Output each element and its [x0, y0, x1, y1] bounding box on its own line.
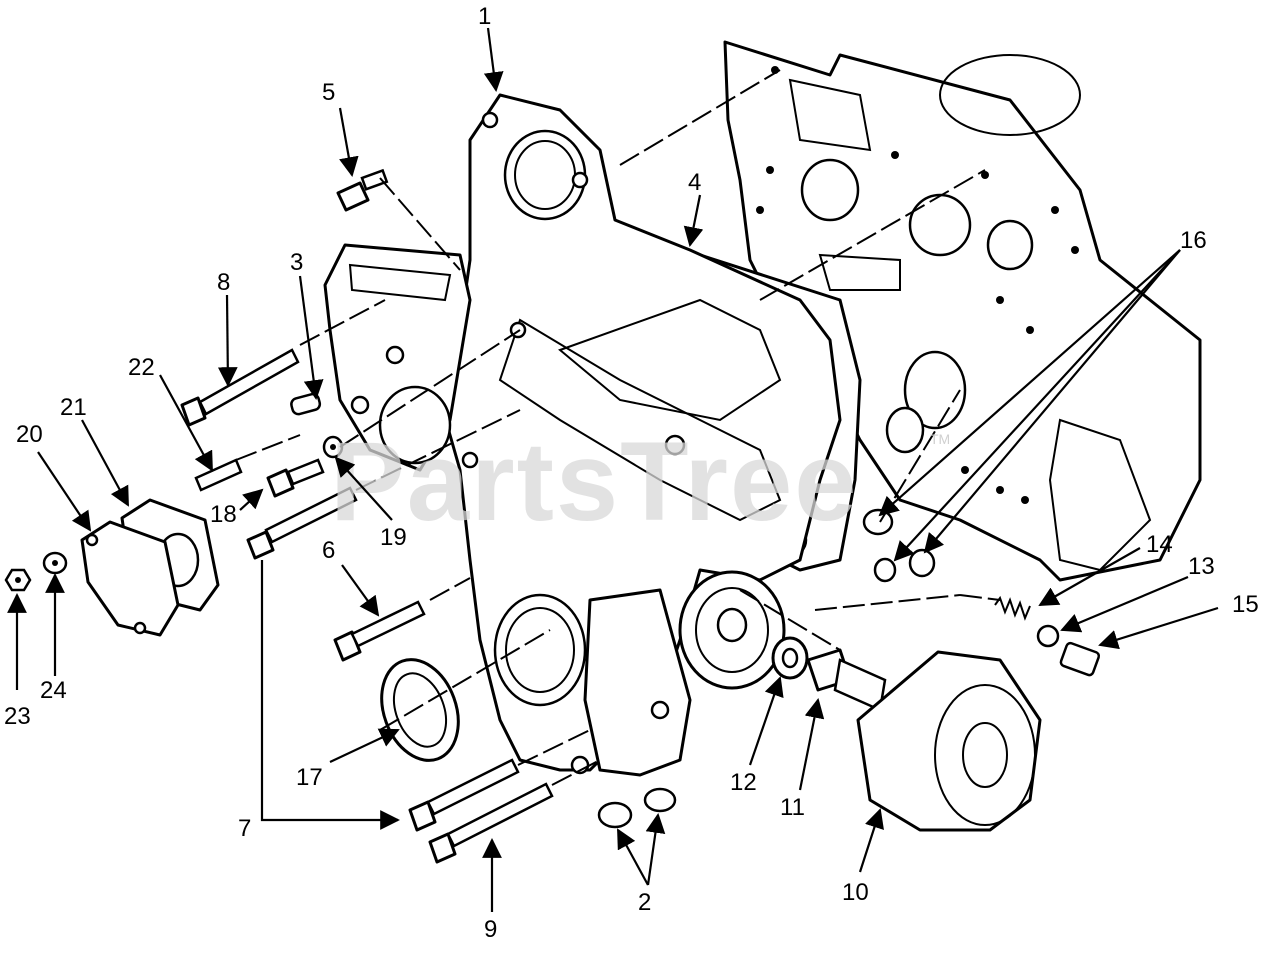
oil-pump: [678, 570, 786, 690]
engine-block: [723, 40, 1202, 582]
part-14-spring: [994, 595, 1031, 621]
callout-14: 14: [1146, 531, 1173, 558]
callout-21: 21: [60, 394, 87, 421]
callout-22: 22: [128, 354, 155, 381]
callout-3: 3: [290, 249, 303, 276]
callout-13: 13: [1188, 553, 1215, 580]
part-16-o-rings: [862, 508, 936, 583]
callout-11: 11: [780, 794, 805, 821]
part-19-washer: [322, 435, 344, 459]
part-6-bolt: [333, 600, 426, 662]
alignment-lines: [235, 69, 1001, 786]
side-housing: [323, 243, 472, 472]
callout-7: 7: [238, 815, 251, 842]
part-5-bolt: [336, 168, 389, 212]
svg-text:PartsTree: PartsTree: [330, 419, 859, 544]
part-9-bolt: [428, 782, 554, 864]
part-7-lower-bolt: [408, 758, 520, 832]
callout-1: 1: [478, 3, 491, 30]
part-15-plug: [1059, 641, 1101, 677]
watermark: PartsTree TM: [330, 419, 950, 544]
part-7-bolt: [246, 486, 358, 560]
callout-15: 15: [1232, 591, 1259, 618]
part-12-washer: [771, 636, 809, 680]
callout-17: 17: [296, 764, 323, 791]
block-bolt-holes: [756, 66, 1079, 504]
timing-gear-case: [438, 93, 842, 772]
part-18-bolt: [266, 458, 325, 498]
part-22-stud: [194, 458, 243, 492]
callout-23: 23: [4, 703, 31, 730]
callout-labels: 1 2 3 4 5 6 7 8 9 10 11 12 13 14 15 16 1…: [4, 3, 1259, 943]
filter-housing: [570, 588, 692, 777]
callout-19: 19: [380, 524, 407, 551]
callout-5: 5: [322, 79, 335, 106]
callout-8: 8: [217, 269, 230, 296]
part-17-oil-seal: [380, 658, 460, 762]
part-20-cover-plate: [80, 520, 180, 637]
callout-2: 2: [638, 889, 651, 916]
callout-10: 10: [842, 879, 869, 906]
part-11-fitting: [806, 648, 887, 712]
part-23-nut: [4, 568, 32, 592]
callout-18: 18: [210, 501, 237, 528]
callout-12: 12: [730, 769, 757, 796]
callout-9: 9: [484, 916, 497, 943]
callout-4: 4: [688, 169, 701, 196]
callout-20: 20: [16, 421, 43, 448]
leader-lines: [7, 27, 1219, 912]
part-24-washer: [42, 551, 68, 575]
callout-16: 16: [1180, 227, 1207, 254]
callout-24: 24: [40, 677, 67, 704]
callout-6: 6: [322, 537, 335, 564]
svg-text:TM: TM: [930, 431, 950, 447]
part-2-plugs: [597, 787, 677, 829]
part-8-bolt: [180, 348, 300, 427]
part-10-oil-filter: [856, 650, 1042, 832]
part-13-ball: [1036, 624, 1060, 648]
